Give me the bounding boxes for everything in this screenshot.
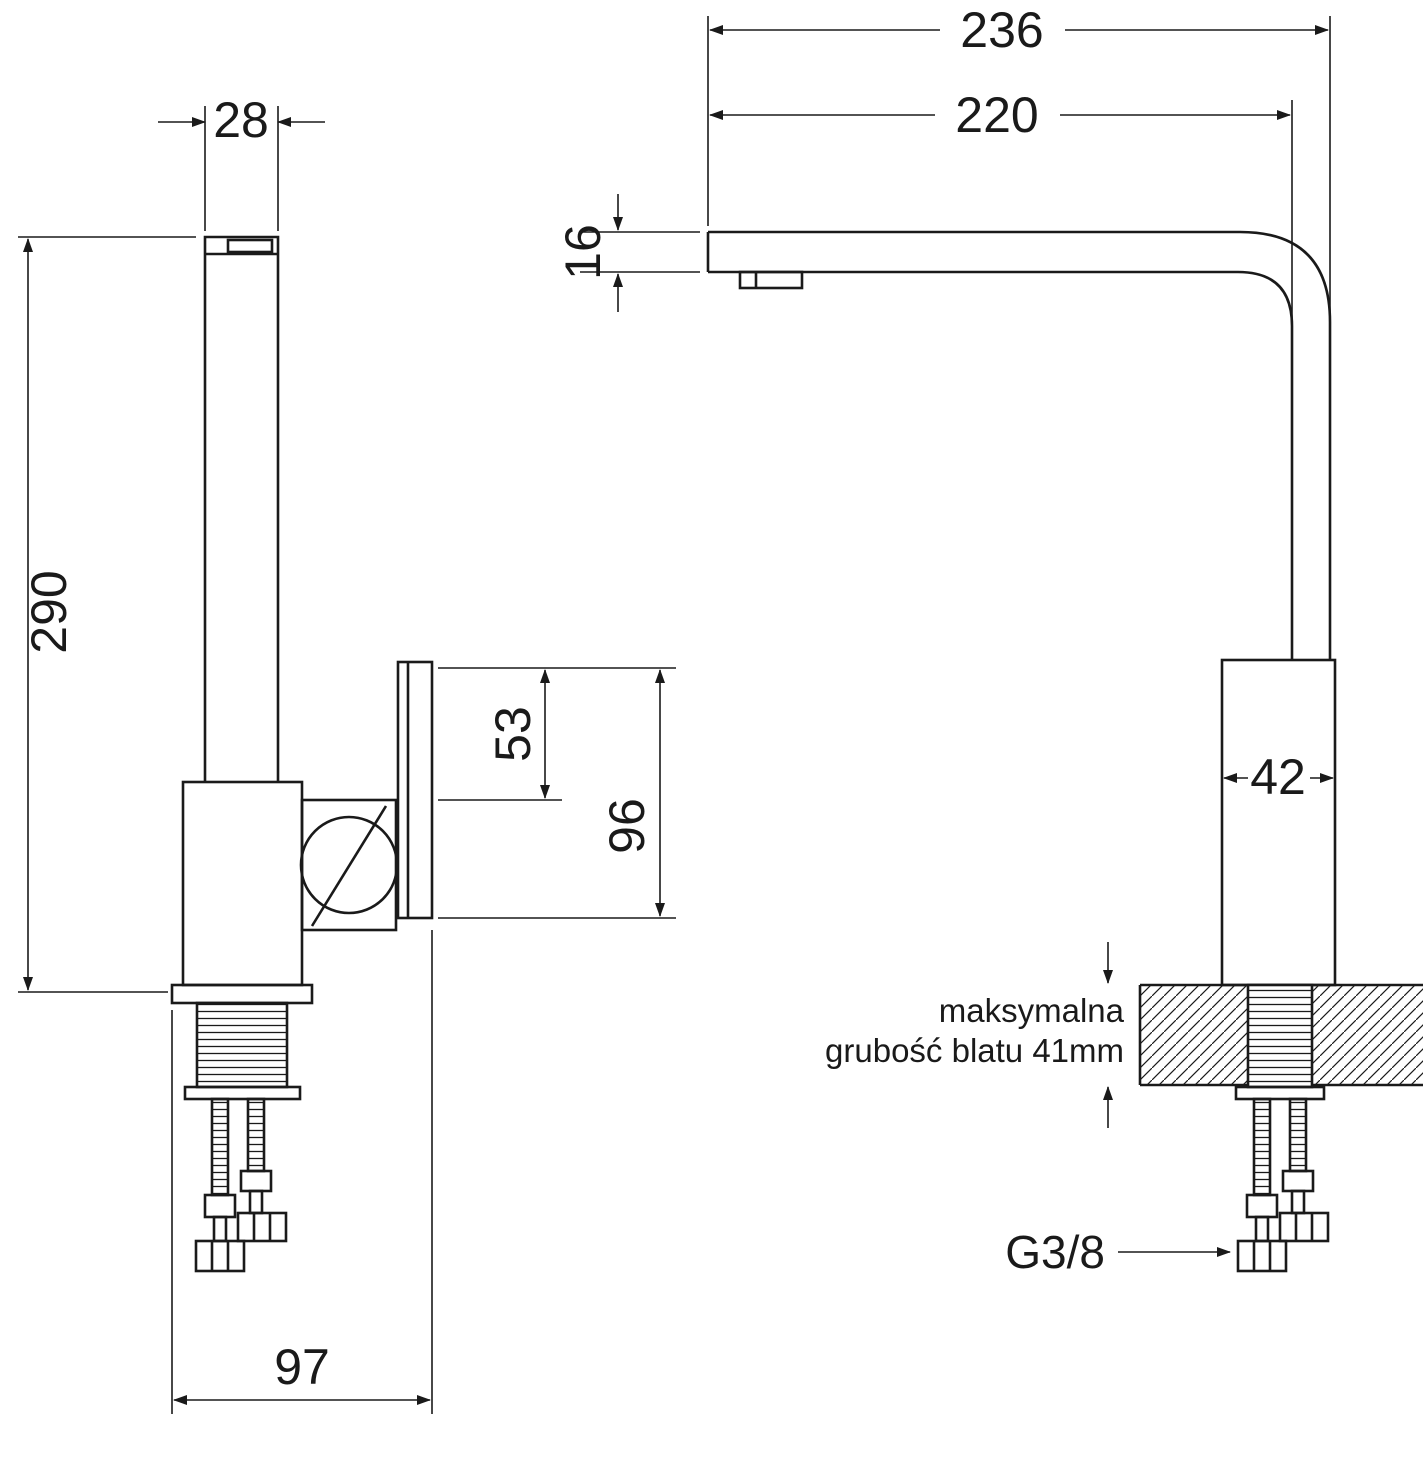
- dim-53-label: 53: [485, 706, 541, 762]
- lock-washer: [183, 1085, 302, 1101]
- hose-nut: [1278, 1211, 1330, 1243]
- dim-body-width-group: 42: [1223, 749, 1334, 805]
- dim-220-label: 220: [955, 87, 1038, 143]
- hose-nut: [1236, 1239, 1288, 1273]
- dim-290-label: 290: [21, 570, 77, 653]
- faucet-body: [170, 780, 314, 1005]
- dim-97-label: 97: [274, 1339, 330, 1395]
- dim-spout-width-group: 28: [158, 92, 325, 231]
- dim-handle-height-group: 96: [438, 669, 676, 919]
- hose-nut: [236, 1211, 288, 1243]
- spout-tube: [706, 230, 1332, 660]
- mounting-thread-front: [1234, 983, 1326, 1101]
- faucet-body-front: [1220, 658, 1337, 987]
- mounting-hardware-front: [1236, 1097, 1330, 1273]
- dim-16-label: 16: [555, 224, 611, 280]
- aerator: [738, 270, 804, 290]
- base-flange: [170, 983, 314, 1005]
- dim-42-label: 42: [1250, 749, 1306, 805]
- handle-and-cartridge: [299, 660, 434, 932]
- dim-base-depth-group: 97: [171, 930, 433, 1414]
- counter-thickness-note-group: maksymalna grubość blatu 41mm: [825, 942, 1125, 1128]
- dim-28-label: 28: [213, 92, 269, 148]
- dim-handle-upper-group: 53: [438, 667, 676, 801]
- dim-96-label: 96: [599, 798, 655, 854]
- mounting-hardware: [194, 1097, 288, 1273]
- counter-note-line1: maksymalna: [939, 992, 1125, 1029]
- front-view: 236 220 16 42 maksymalna grub: [555, 2, 1423, 1278]
- counter-note-line2: grubość blatu 41mm: [825, 1032, 1124, 1069]
- dim-236-label: 236: [960, 2, 1043, 58]
- lock-washer: [1234, 1085, 1326, 1101]
- thread-size-group: G3/8: [1005, 1226, 1231, 1278]
- thread-size-label: G3/8: [1005, 1226, 1105, 1278]
- dim-total-reach-group: 236: [707, 2, 1331, 316]
- dim-spout-reach-group: 220: [709, 87, 1293, 320]
- mounting-thread: [183, 1001, 302, 1101]
- dim-spout-thickness-group: 16: [555, 194, 700, 312]
- handle-lever: [396, 660, 434, 920]
- dim-total-height-group: 290: [18, 236, 196, 993]
- hose-nut: [194, 1239, 246, 1273]
- spout-riser: [203, 235, 280, 782]
- cap-detail: [226, 238, 274, 254]
- side-view: 28 290 53 96: [18, 92, 676, 1414]
